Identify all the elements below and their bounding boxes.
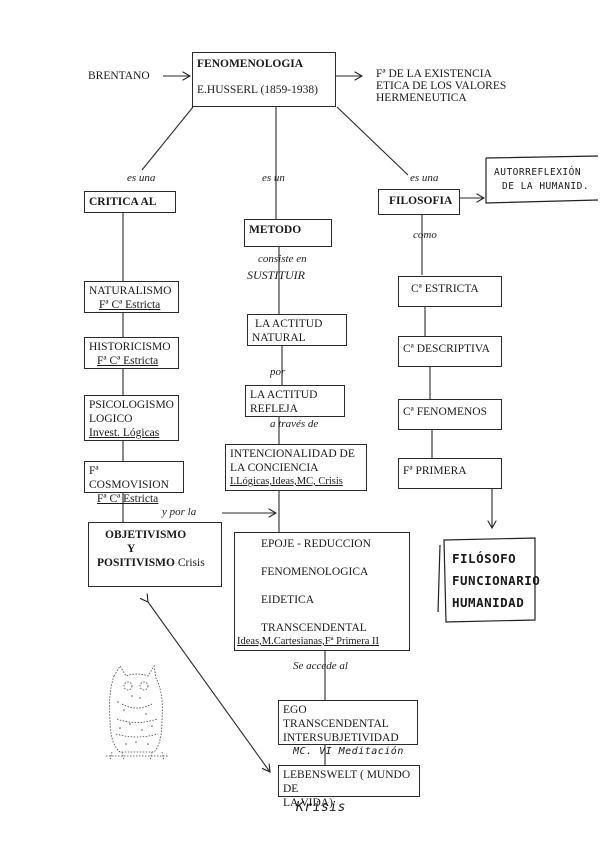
consiste-en-label: consiste en (258, 253, 307, 265)
actitud-natural-node: LA ACTITUD NATURAL (247, 314, 347, 346)
right-note-line: HERMENEUTICA (376, 92, 467, 104)
node-line: REFLEJA (250, 403, 298, 415)
node-ref: Invest. Lógicas (89, 427, 160, 439)
ego-transcendental-node: EGO TRANSCENDENTAL INTERSUBJETIVIDAD MC.… (278, 700, 418, 757)
node-line: LA ACTITUD (250, 389, 318, 401)
lebenswelt-node: LEBENSWELT ( MUNDO DE LA VIDA) (278, 765, 420, 809)
filosofo-note: FILÓSOFO FUNCIONARIO HUMANIDAD (452, 548, 540, 614)
c-descriptiva-node: Cª DESCRIPTIVA (398, 336, 502, 367)
brentano-label: BRENTANO (88, 70, 150, 82)
metodo-node: METODO (244, 219, 332, 247)
filosofo-box (437, 537, 536, 623)
node-line: INTERSUBJETIVIDAD (283, 732, 399, 744)
node-line: LA VIDA) (283, 797, 333, 809)
root-subtitle: E.HUSSERL (1859-1938) (197, 84, 318, 96)
node-line: TRANSCENDENTAL (261, 622, 367, 634)
note-line: FILÓSOFO (452, 551, 517, 566)
node-ref: Fª Cª Estricta (99, 299, 161, 311)
por-label: por (270, 366, 286, 378)
handwritten-note: MC. VI Meditación (293, 746, 404, 757)
node-ref: Fª Cª Estricta (97, 355, 159, 367)
cosmovision-node: Fª COSMOVISION Fª Cª Estricta (84, 461, 184, 505)
node-name: HISTORICISMO (89, 341, 171, 353)
critica-al-node: CRITICA AL (84, 191, 176, 213)
right-link-label: es una (410, 172, 439, 184)
sustituir-label: SUSTITUIR (247, 268, 306, 282)
node-line: LEBENSWELT ( MUNDO DE (283, 769, 411, 795)
root-to-right-line (336, 106, 409, 176)
node-name: PSICOLOGISMO LOGICO (89, 399, 174, 425)
root-to-left-line (141, 106, 194, 171)
note-line: DE LA HUMANID. (502, 181, 590, 192)
note-line: AUTORREFLEXIÓN (494, 167, 582, 178)
intencionalidad-node: INTENCIONALIDAD DE LA CONCIENCIA I.Lógic… (225, 444, 367, 491)
actitud-refleja-node: LA ACTITUD REFLEJA (245, 385, 345, 417)
root-title: FENOMENOLOGIA (197, 58, 304, 70)
node-line: EPOJE - REDUCCION (261, 538, 371, 550)
epoje-node: EPOJE - REDUCCION FENOMENOLOGICA EIDETIC… (234, 532, 410, 651)
node-ref: Ideas,M.Cartesianas,Fª Primera II (237, 636, 379, 647)
krisis-handnote: Krisis (296, 800, 346, 815)
se-accede-al-label: Se accede al (293, 660, 348, 672)
node-name: Fª COSMOVISION (89, 465, 169, 491)
owl-icon (106, 664, 168, 761)
node-line: INTENCIONALIDAD DE (230, 448, 355, 460)
right-note-line: Fª DE LA EXISTENCIA (376, 68, 492, 80)
a-traves-de-label: a través de (270, 418, 319, 430)
node-ref: I.Lógicas,Ideas,MC, Crisis (230, 476, 343, 487)
note-line: HUMANIDAD (452, 595, 525, 610)
psicologismo-node: PSICOLOGISMO LOGICO Invest. Lógicas (84, 395, 179, 441)
autorreflexion-box (485, 155, 599, 204)
center-link-label: es un (262, 172, 285, 184)
right-note-line: ETICA DE LOS VALORES (376, 80, 507, 92)
y-por-la-label: y por la (162, 506, 197, 518)
left-link-label: es una (127, 172, 156, 184)
node-line: POSITIVISMO (97, 557, 175, 569)
historicismo-node: HISTORICISMO Fª Cª Estricta (84, 337, 179, 369)
filosofia-node: FILOSOFIA (378, 189, 460, 215)
node-line: Y (127, 543, 136, 555)
autorreflexion-note: AUTORREFLEXIÓN DE LA HUMANID. (494, 166, 589, 194)
node-ref: Crisis (177, 557, 205, 569)
naturalismo-node: NATURALISMO Fª Cª Estricta (84, 281, 179, 313)
f-primera-node: Fª PRIMERA (398, 458, 502, 489)
como-label: como (413, 229, 437, 241)
note-line: FUNCIONARIO (452, 573, 541, 588)
c-fenomenos-node: Cª FENOMENOS (398, 399, 502, 430)
root-node: FENOMENOLOGIA E.HUSSERL (1859-1938) (192, 52, 336, 107)
node-line: LA CONCIENCIA (230, 462, 319, 474)
node-line: EGO TRANSCENDENTAL (283, 704, 389, 730)
objetivismo-node: OBJETIVISMO Y POSITIVISMO Crisis (88, 522, 222, 587)
node-line: LA ACTITUD (255, 318, 323, 330)
c-estricta-node: Cª ESTRICTA (398, 276, 502, 307)
crisis-link-arrow (148, 602, 270, 772)
node-line: OBJETIVISMO (105, 529, 187, 541)
node-ref: Fª Cª Estricta (97, 493, 159, 505)
node-line: NATURAL (252, 332, 306, 344)
node-line: EIDETICA (261, 594, 315, 606)
node-line: FENOMENOLOGICA (261, 566, 369, 578)
right-note: Fª DE LA EXISTENCIA ETICA DE LOS VALORES… (376, 68, 506, 104)
node-name: NATURALISMO (89, 285, 172, 297)
